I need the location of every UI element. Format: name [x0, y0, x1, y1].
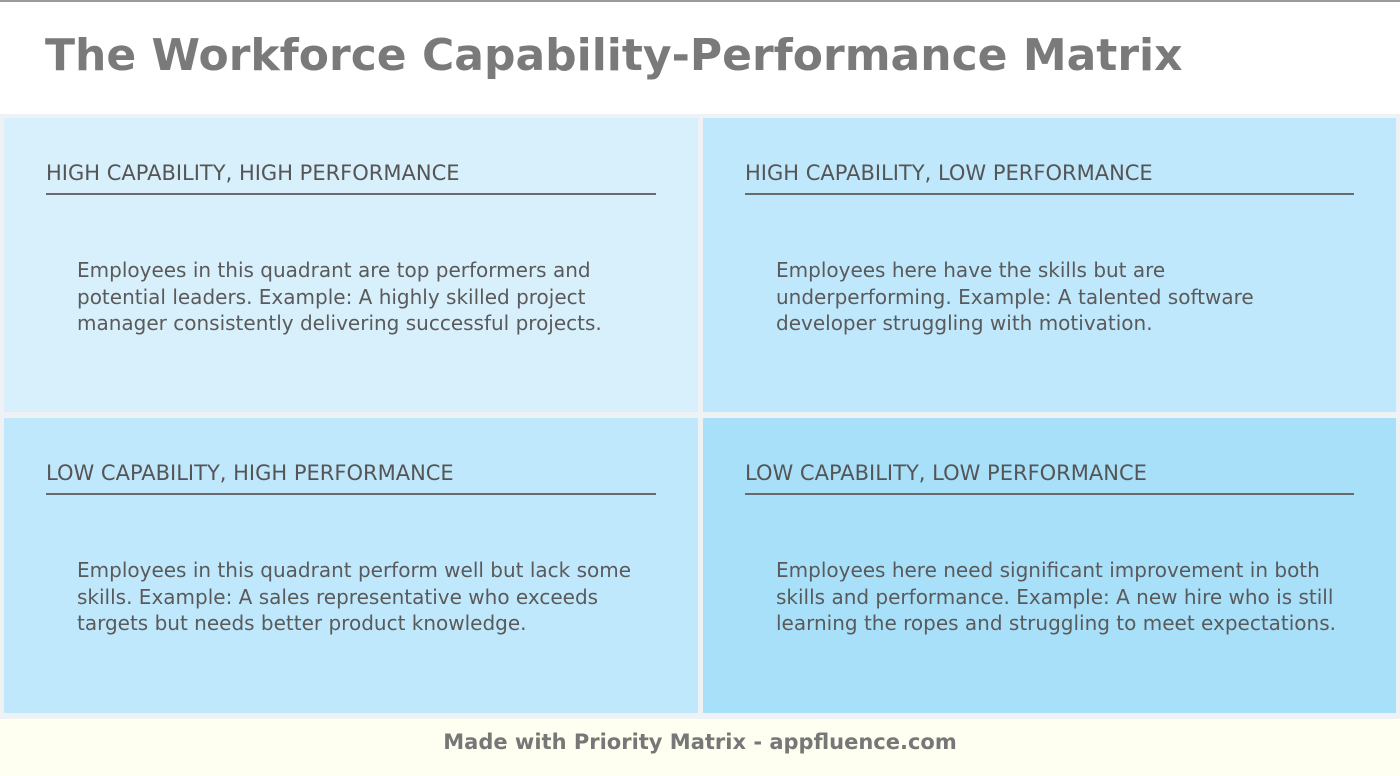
- quadrant-high-capability-high-performance: HIGH CAPABILITY, HIGH PERFORMANCE Employ…: [4, 118, 698, 412]
- quadrant-low-capability-high-performance: LOW CAPABILITY, HIGH PERFORMANCE Employe…: [4, 418, 698, 713]
- quadrant-heading: LOW CAPABILITY, HIGH PERFORMANCE: [46, 461, 656, 495]
- footer: Made with Priority Matrix - appfluence.c…: [0, 720, 1400, 776]
- quadrant-heading: HIGH CAPABILITY, HIGH PERFORMANCE: [46, 161, 656, 195]
- quadrant-body: Employees here need significant improvem…: [776, 558, 1336, 635]
- top-border: [0, 0, 1400, 2]
- quadrant-heading: HIGH CAPABILITY, LOW PERFORMANCE: [745, 161, 1354, 195]
- page-title: The Workforce Capability-Performance Mat…: [45, 30, 1183, 81]
- quadrant-body: Employees in this quadrant are top perfo…: [77, 258, 602, 335]
- footer-credit: Made with Priority Matrix - appfluence.c…: [443, 730, 957, 754]
- quadrant-high-capability-low-performance: HIGH CAPABILITY, LOW PERFORMANCE Employe…: [703, 118, 1396, 412]
- quadrant-low-capability-low-performance: LOW CAPABILITY, LOW PERFORMANCE Employee…: [703, 418, 1396, 713]
- quadrant-body: Employees here have the skills but are u…: [776, 258, 1254, 335]
- matrix-grid: HIGH CAPABILITY, HIGH PERFORMANCE Employ…: [0, 114, 1400, 719]
- quadrant-heading: LOW CAPABILITY, LOW PERFORMANCE: [745, 461, 1354, 495]
- quadrant-body: Employees in this quadrant perform well …: [77, 558, 632, 635]
